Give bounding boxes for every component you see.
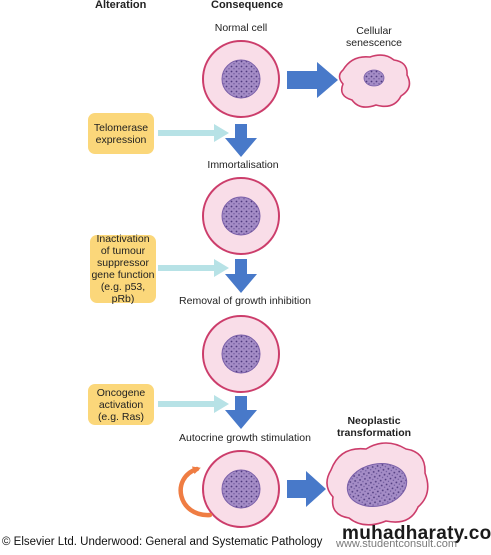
growth-inhibition-removed-cell: [202, 315, 280, 393]
normal-cell-label: Normal cell: [214, 22, 268, 34]
telomerase-light-arrow: [158, 124, 229, 142]
senescent-cell: [338, 54, 411, 108]
telomerase-expression-box: Telomerase expression: [88, 113, 154, 154]
oncogene-activation-text: Oncogene activation (e.g. Ras): [96, 386, 146, 423]
immortalisation-label: Immortalisation: [207, 159, 279, 171]
alteration-header: Alteration: [95, 0, 147, 11]
arrow-to-neoplastic: [287, 471, 326, 507]
copyright-footer: © Elsevier Ltd. Underwood: General and S…: [2, 536, 323, 548]
autocrine-cell: [202, 450, 280, 528]
immortalised-cell: [202, 177, 280, 255]
tumour-suppressor-text: Inactivation of tumour suppressor gene f…: [91, 233, 155, 305]
watermark-url: www.studentconsult.com: [336, 538, 458, 550]
arrow-to-senescence: [287, 62, 338, 98]
autocrine-loop-arrow: [178, 466, 213, 518]
telomerase-expression-text: Telomerase expression: [93, 121, 149, 146]
cellular-senescence-label: Cellular senescence: [345, 25, 403, 49]
arrow-down-1: [225, 124, 257, 157]
arrow-down-3: [225, 396, 257, 429]
arrow-down-2: [225, 259, 257, 293]
removal-growth-inhibition-label: Removal of growth inhibition: [179, 295, 311, 307]
neoplastic-cell: [326, 442, 429, 526]
normal-cell: [202, 40, 280, 118]
oncogene-activation-box: Oncogene activation (e.g. Ras): [88, 384, 154, 425]
neoplastic-transformation-label: Neoplastic transformation: [336, 415, 412, 439]
consequence-header: Consequence: [211, 0, 284, 11]
oncogene-light-arrow: [158, 395, 229, 413]
tumour-suppressor-light-arrow: [158, 259, 229, 277]
tumour-suppressor-box: Inactivation of tumour suppressor gene f…: [90, 233, 156, 305]
autocrine-growth-stimulation-label: Autocrine growth stimulation: [179, 432, 311, 444]
watermark: muhadharaty.com: [342, 523, 491, 544]
